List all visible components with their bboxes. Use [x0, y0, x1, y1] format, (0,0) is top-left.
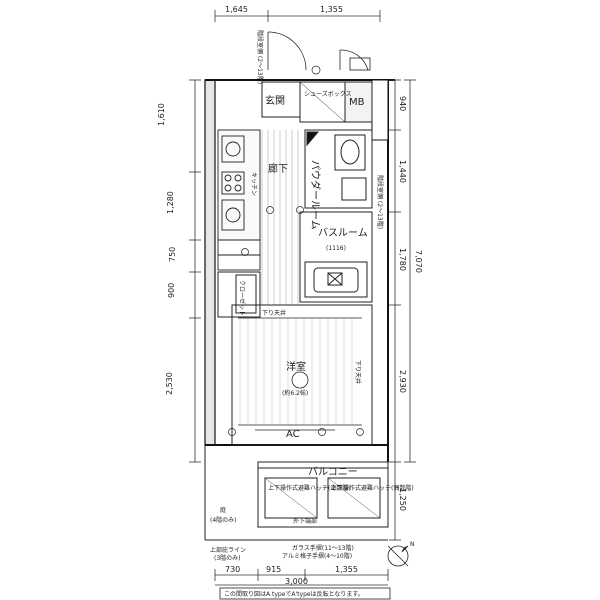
- bath-size: (1116): [326, 245, 346, 252]
- powder-room: [304, 129, 373, 209]
- footer-note: この間取り図はA typeでA'typeは反転となります。: [224, 590, 364, 598]
- room-balcony: バルコニー: [308, 466, 358, 478]
- dim-right-3: 2,930: [398, 370, 407, 393]
- stair-note: 階段室側 (2〜13階): [256, 30, 264, 84]
- floor-hatching: [239, 318, 353, 425]
- dim-left-4: 2,530: [165, 372, 174, 395]
- room-closet: クローゼット: [238, 280, 246, 316]
- dim-right-total: 7,070: [414, 250, 423, 273]
- floor-line-note: (3階のみ): [214, 554, 241, 562]
- left-dimension: [189, 79, 201, 463]
- balcony: [204, 445, 389, 541]
- room-kitchen: キッチン: [250, 172, 257, 196]
- dim-right-2: 1,780: [398, 248, 407, 271]
- dim-left-2: 750: [168, 247, 177, 262]
- dim-left-1: 1,280: [166, 191, 175, 214]
- dim-bottom-1: 915: [266, 565, 281, 574]
- shita-ri-tenjo-2: 下り天井: [354, 360, 362, 384]
- compass-n: N: [410, 541, 415, 548]
- room-corridor: 廊下: [268, 162, 288, 175]
- room-mb: MB: [349, 97, 365, 108]
- alum-rail: アルミ格子手摺(4〜10階): [282, 552, 352, 560]
- closet: [217, 271, 261, 318]
- hatch-left: 上下操作式避難ハッチ(奇数階): [268, 484, 351, 492]
- dim-top-right: 1,355: [320, 5, 343, 14]
- dim-right-0: 940: [398, 96, 407, 111]
- glass-rail: ガラス手摺(11〜13階): [292, 544, 354, 552]
- dim-right-4: 1,250: [398, 488, 407, 511]
- bottom-dimension: [214, 569, 389, 586]
- bath-room: [299, 211, 373, 303]
- room-powder: パウダールーム: [309, 160, 322, 230]
- entrance-door: [267, 31, 371, 71]
- dim-bottom-2: 1,355: [335, 565, 358, 574]
- room-garden: 庭: [220, 506, 226, 514]
- hatch-right: 上下操作式避難ハッチ(偶数階): [331, 484, 414, 492]
- corridor: [261, 130, 299, 305]
- dim-right-1: 1,440: [398, 160, 407, 183]
- floor-line: 上部庇ライン: [210, 546, 246, 554]
- footer-box: [219, 587, 391, 600]
- dim-bottom-total: 3,000: [285, 577, 308, 586]
- kitchen-column: [217, 129, 261, 271]
- garden-note: (4階のみ): [210, 516, 237, 524]
- dim-bottom-0: 730: [225, 565, 240, 574]
- dim-left-0: 1,610: [157, 103, 166, 126]
- western-size: (約6.2帖): [282, 389, 308, 397]
- side-note: 階段室側 (2〜13階): [376, 175, 384, 229]
- slab-label: 外下端部: [293, 517, 317, 525]
- room-western: 洋室: [286, 360, 306, 373]
- dim-left-3: 900: [167, 283, 176, 298]
- entrance-area: [261, 81, 373, 123]
- western-room: [231, 304, 373, 446]
- right-dimension: [389, 79, 416, 541]
- room-ac: AC: [286, 429, 300, 440]
- room-shoes-box: シューズボックス: [304, 90, 352, 98]
- compass: [387, 545, 409, 567]
- top-dimension: [214, 10, 381, 22]
- room-bath: バスルーム: [318, 227, 368, 239]
- room-entrance: 玄関: [265, 94, 285, 107]
- dim-top-left: 1,645: [225, 5, 248, 14]
- shita-ri-tenjo-1: 下り天井: [262, 309, 286, 317]
